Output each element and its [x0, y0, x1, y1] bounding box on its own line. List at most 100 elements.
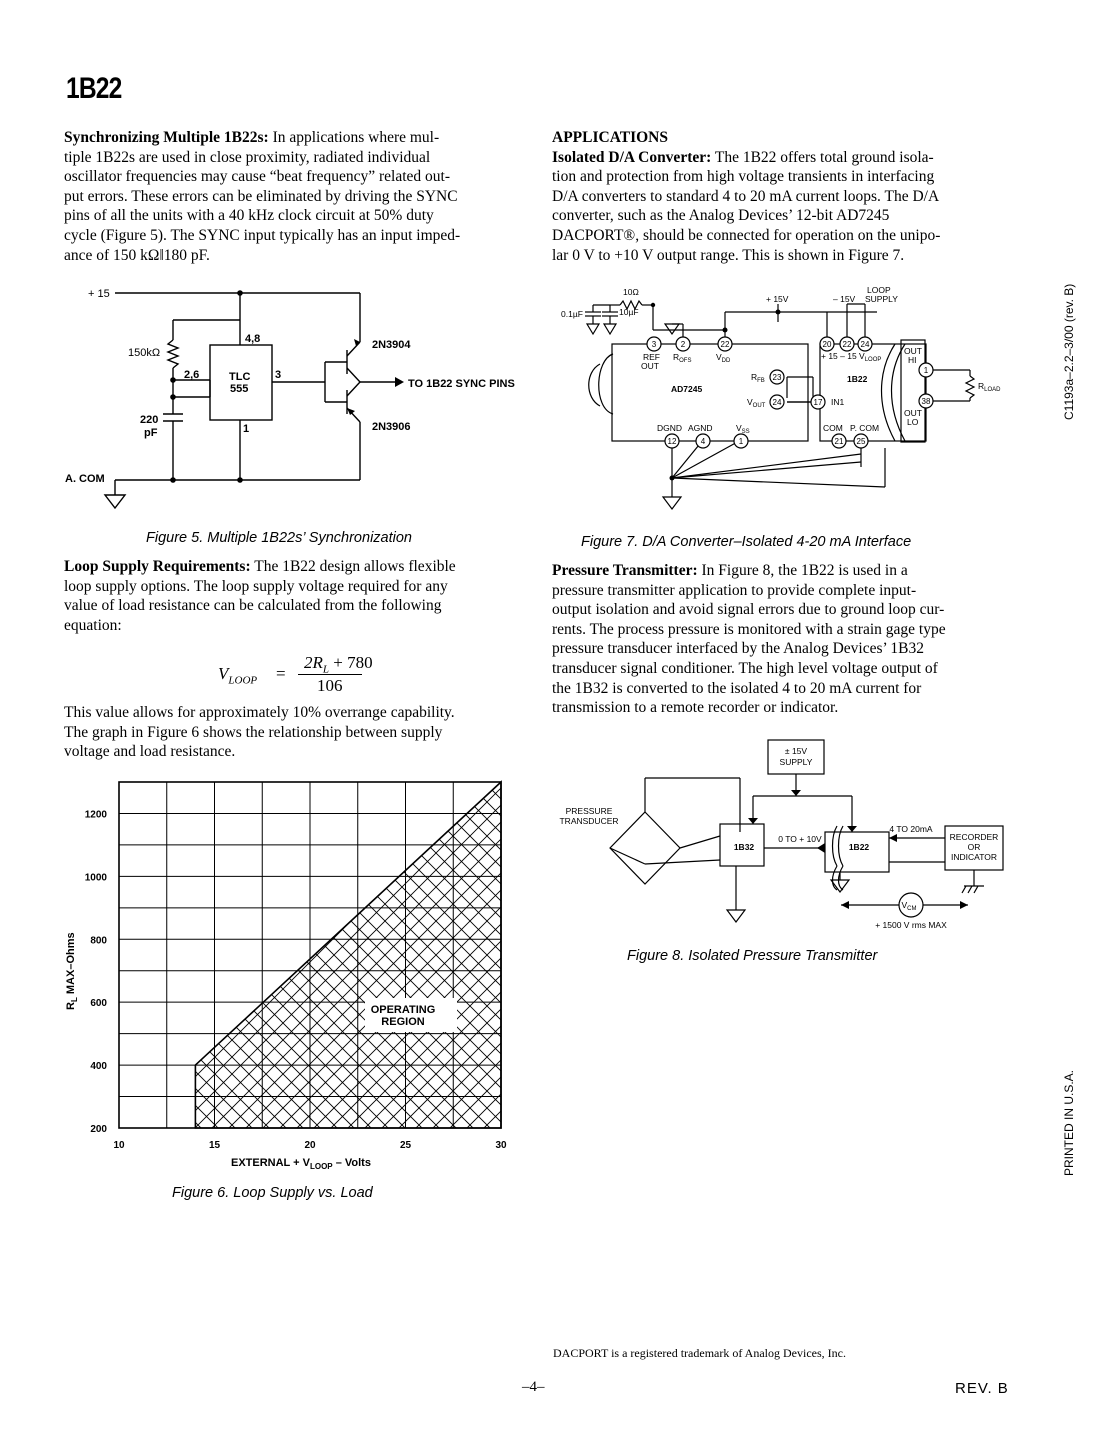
fig8-transducer-label: TRANSDUCER [559, 816, 618, 826]
fig7-dgnd-label: DGND [657, 423, 682, 433]
fig5-pins26-label: 2,6 [184, 369, 199, 381]
hatch-line [195, 782, 406, 1128]
hatch-line [55, 782, 99, 1128]
fig7-ad7245-label: AD7245 [671, 384, 702, 394]
hatch-line [195, 782, 501, 1128]
fig7-cap-label: 0.1µF [561, 309, 583, 319]
overrange-line: The graph in Figure 6 shows the relation… [64, 723, 443, 741]
fig7-cap-label: 10µF [619, 307, 639, 317]
fig7-pin-label: 20 [823, 340, 832, 349]
y-tick-label: 1000 [85, 872, 108, 883]
fig7-loop-label: LOOP [867, 285, 891, 295]
fig5-sync-output-label: TO 1B22 SYNC PINS [408, 378, 515, 390]
pressure-line: the 1B32 is converted to the isolated 4 … [552, 679, 922, 697]
hatch-line [195, 782, 501, 1128]
figure8-schematic: ± 15V SUPPLY PRESSURE TRANSDUCER 1B32 0 … [559, 739, 1004, 930]
hatch-line [398, 782, 501, 1128]
hatch-line [195, 782, 287, 1128]
hatch-line [518, 782, 525, 1128]
hatch-line [347, 782, 501, 1128]
hatch-line [330, 782, 501, 1128]
x-tick-label: 30 [495, 1140, 507, 1151]
fig6-y-axis-label: RL MAX–Ohms [65, 932, 79, 1010]
pressure-line: transducer signal conditioner. The high … [552, 659, 938, 677]
doc-code-side-text: C1193a–2.2–3/00 (rev. B) [1062, 283, 1076, 420]
fig8-voltage-range-label: 0 TO + 10V [778, 834, 822, 844]
fig7-pin-label: 38 [922, 397, 931, 406]
fig7-ref-label: REF [643, 352, 660, 362]
pressure-paragraph: Pressure Transmitter: In Figure 8, the 1… [552, 561, 1012, 718]
hatch-line [398, 782, 501, 1128]
hatch-line [195, 782, 457, 1128]
pressure-line: pressure transmitter application to prov… [552, 581, 917, 599]
hatch-line [195, 782, 338, 1128]
fig8-current-label: 4 TO 20mA [889, 824, 932, 834]
fig5-555-label: 555 [230, 383, 248, 395]
y-tick-label: 600 [90, 998, 107, 1009]
loop-line: The 1B22 design allows flexible [250, 558, 456, 575]
fig7-supply-label: SUPPLY [865, 294, 898, 304]
overrange-line: This value allows for approximately 10% … [64, 704, 455, 721]
hatch-line [195, 782, 321, 1128]
fig7-outlo-label: LO [907, 417, 919, 427]
hatch-line [195, 782, 474, 1128]
sync-heading: Synchronizing Multiple 1B22s: [64, 129, 269, 146]
loop-line: equation: [64, 616, 122, 634]
fig8-recorder-label: RECORDER [950, 832, 999, 842]
fig5-c220-label: 220 [140, 414, 158, 426]
hatch-line [55, 782, 65, 1128]
sync-line: ance of 150 kΩ‖180 pF. [64, 246, 210, 264]
hatch-line [518, 782, 525, 1128]
loop-line: value of load resistance can be calculat… [64, 597, 442, 615]
dac-line: tion and protection from high voltage tr… [552, 168, 935, 186]
sync-line: oscillator frequencies may cause “beat f… [64, 168, 451, 186]
fig5-pin3-label: 3 [275, 369, 281, 381]
fig7-resistor-label: 10Ω [623, 287, 639, 297]
x-tick-label: 15 [209, 1140, 221, 1151]
dac-line: lar 0 V to +10 V output range. This is s… [552, 246, 905, 264]
region-label-line1: OPERATING [371, 1004, 436, 1016]
pressure-line: transmission to a remote recorder or ind… [552, 699, 839, 717]
hatch-line [195, 782, 304, 1128]
fig7-rofs-label: ROFS [673, 352, 691, 364]
pressure-line: In Figure 8, the 1B22 is used in a [697, 562, 908, 579]
fig7-agnd-label: AGND [688, 423, 713, 433]
hatch-line [483, 782, 501, 1128]
hatch-line [195, 782, 321, 1128]
eq-lhs: V [218, 664, 229, 683]
fig7-pin-label: 25 [857, 437, 866, 446]
fig7-pin-label: 22 [843, 340, 852, 349]
sync-line: put errors. These errors can be eliminat… [64, 187, 458, 205]
fig7-rload-label: RLOAD [978, 381, 1001, 393]
fig7-pin-label: 24 [773, 398, 782, 407]
fig7-outhi-label: HI [908, 355, 917, 365]
hatch-line [415, 782, 501, 1128]
fig7-pin-label: 23 [773, 373, 782, 382]
sync-paragraph: Synchronizing Multiple 1B22s: In applica… [64, 128, 524, 265]
applications-heading: APPLICATIONS [552, 129, 668, 146]
fig7-m15-label: – 15V [833, 294, 856, 304]
y-tick-label: 800 [90, 935, 107, 946]
dac-line: D/A converters to standard 4 to 20 mA cu… [552, 187, 940, 205]
fig8-1b32-label: 1B32 [734, 842, 755, 852]
loop-line: loop supply options. The loop supply vol… [64, 577, 448, 595]
printed-side-text: PRINTED IN U.S.A. [1062, 1069, 1076, 1176]
hatch-line [279, 782, 501, 1128]
hatch-line [195, 782, 389, 1128]
fig7-pcom-label: P. COM [850, 423, 879, 433]
eq-lhs-sub: LOOP [228, 674, 258, 687]
eq-denominator: 106 [317, 676, 343, 695]
fig7-p15-label: + 15V [766, 294, 789, 304]
eq-num-sub: L [322, 663, 330, 676]
overrange-line: voltage and load resistance. [64, 743, 236, 761]
hatch-line [195, 782, 253, 1128]
fig6-x-axis-label: EXTERNAL + VLOOP – Volts [231, 1157, 371, 1171]
hatch-line [195, 782, 270, 1128]
fig7-pin-label: 2 [681, 340, 686, 349]
fig5-tlc-label: TLC [229, 371, 250, 383]
eq-equals: = [276, 664, 286, 683]
fig8-1b22-label: 1B22 [849, 842, 870, 852]
fig7-out-label: OUT [641, 361, 659, 371]
fig7-pin-label: 4 [701, 437, 706, 446]
hatch-line [296, 782, 501, 1128]
